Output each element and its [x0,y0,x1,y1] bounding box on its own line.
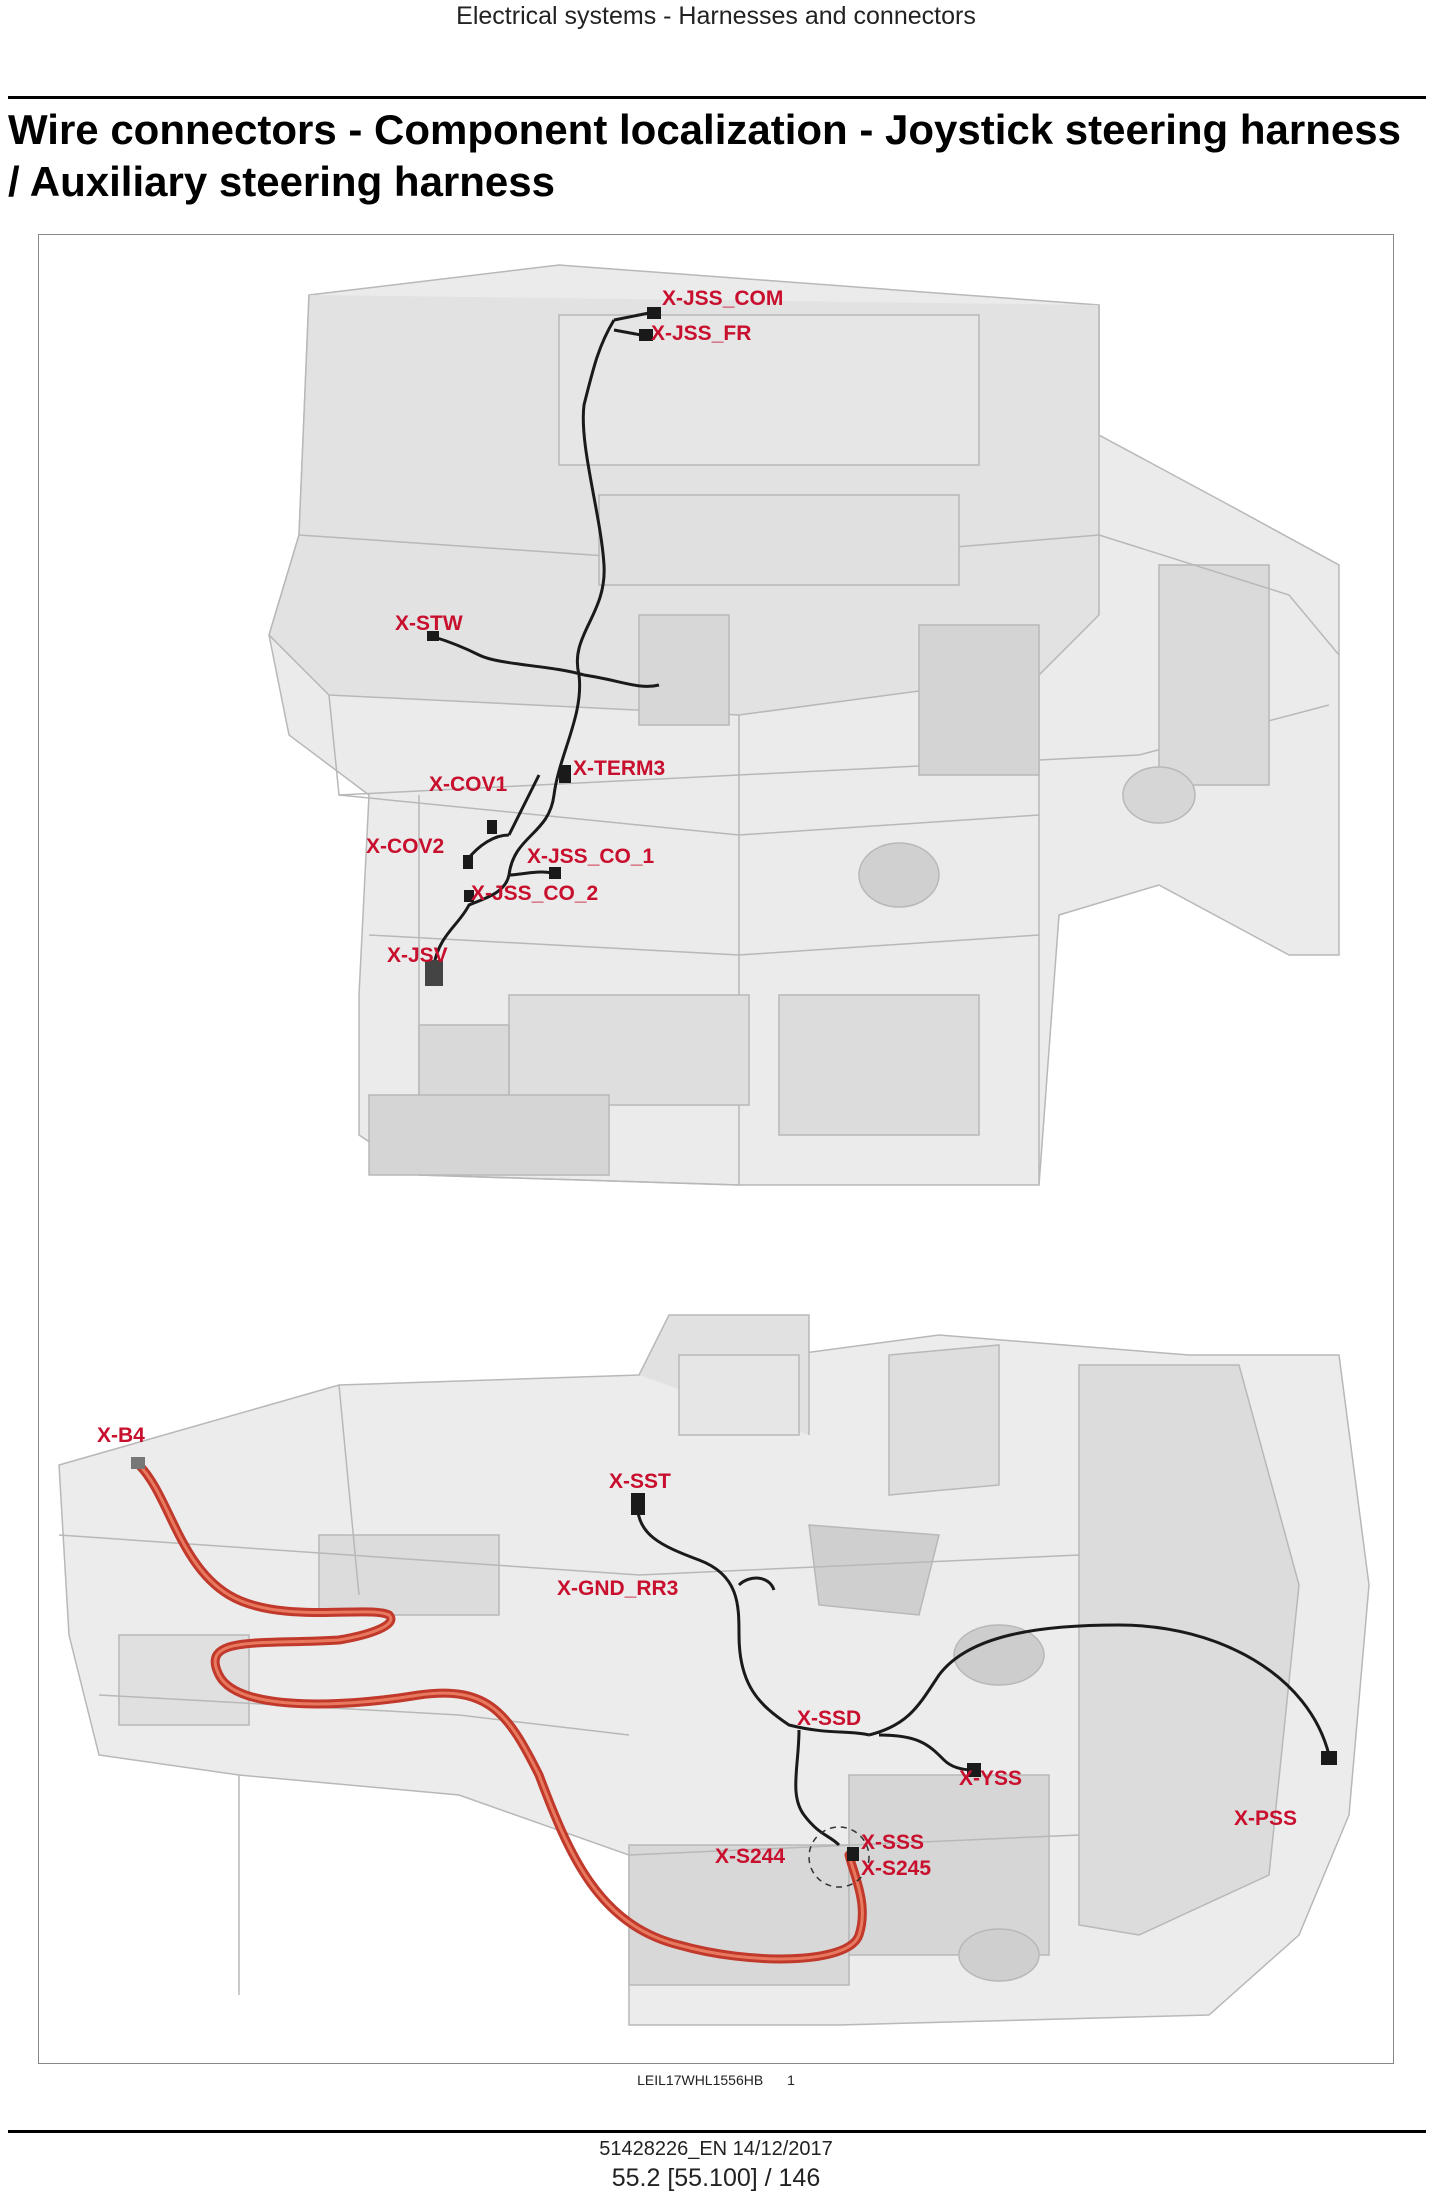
label-x-jss-co-1: X-JSS_CO_1 [527,845,655,868]
header-title: Electrical systems - Harnesses and conne… [456,2,976,30]
bottom-machine-drawing [58,1314,1370,2026]
label-x-cov2: X-COV2 [366,835,444,858]
joystick-steering-harness [432,311,660,966]
section-title: Wire connectors - Component localization… [8,106,1401,205]
figure-number: 1 [787,2072,795,2088]
label-x-jss-com: X-JSS_COM [662,287,783,310]
figure-code: LEIL17WHL1556HB [637,2072,764,2088]
label-x-ssd: X-SSD [797,1707,861,1730]
label-x-stw: X-STW [395,612,463,635]
label-x-sss: X-SSS [861,1831,924,1854]
label-x-s244: X-S244 [715,1845,785,1868]
top-machine-drawing [268,264,1340,1186]
label-x-s245: X-S245 [861,1857,931,1880]
bottom-connectors [131,1457,1337,1888]
label-x-cov1: X-COV1 [429,773,508,796]
label-x-jsv: X-JSV [387,944,448,967]
label-x-yss: X-YSS [959,1767,1022,1790]
label-x-gnd-rr3: X-GND_RR3 [557,1577,678,1600]
label-x-sst: X-SST [609,1470,671,1493]
label-x-pss: X-PSS [1234,1807,1297,1830]
header-divider [8,96,1426,99]
label-x-jss-co-2: X-JSS_CO_2 [471,882,598,905]
harness-illustration: X-JSS_COM X-JSS_FR X-STW X-TERM3 X-COV1 … [58,264,1370,2026]
label-x-b4: X-B4 [97,1424,145,1447]
label-x-term3: X-TERM3 [573,757,665,780]
footer-document-id: 51428226_EN 14/12/2017 [599,2138,833,2160]
auxiliary-steering-red-harness [134,1460,867,1964]
label-x-jss-fr: X-JSS_FR [651,322,751,345]
figure-caption: LEIL17WHL1556HB 1 [0,2072,1432,2088]
auxiliary-steering-black-harness [635,1504,1331,1847]
figure-frame: X-JSS_COM X-JSS_FR X-STW X-TERM3 X-COV1 … [38,234,1394,2064]
detail-circle-icon [808,1826,870,1888]
footer-divider [8,2130,1426,2133]
footer-page-number: 55.2 [55.100] / 146 [611,2164,821,2192]
top-connectors [425,307,661,986]
